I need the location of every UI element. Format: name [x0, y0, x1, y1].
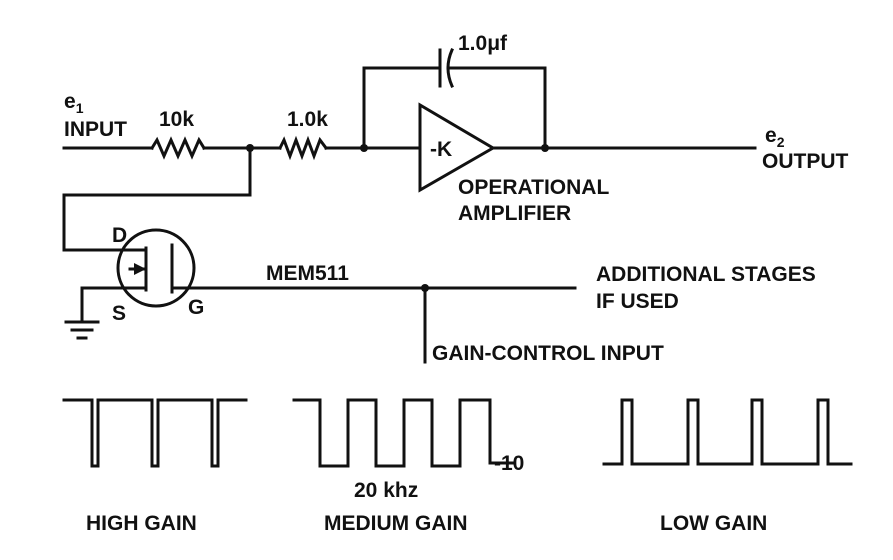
r2-label: 1.0k	[287, 108, 328, 131]
output-symbol: e2	[765, 124, 785, 150]
opamp-label-line2: AMPLIFIER	[458, 202, 571, 225]
feedback-wire-left	[362, 66, 442, 150]
input-label: INPUT	[64, 118, 127, 141]
ground-symbol	[64, 320, 100, 340]
input-symbol: e1	[64, 90, 84, 116]
high-gain-label: HIGH GAIN	[86, 512, 197, 535]
medium-gain-label: MEDIUM GAIN	[324, 512, 468, 535]
mosfet-arrow	[134, 263, 146, 275]
r1-label: 10k	[159, 108, 194, 131]
waveform-level-label: -10	[494, 452, 524, 475]
low-gain-label: LOW GAIN	[660, 512, 767, 535]
drain-label: D	[112, 224, 127, 247]
gain-control-label: GAIN-CONTROL INPUT	[432, 342, 664, 365]
waveform-high-gain	[62, 398, 248, 468]
feedback-wire-right	[446, 66, 547, 150]
waveform-medium-gain	[292, 398, 516, 468]
source-label: S	[112, 302, 126, 325]
additional-stages-line1: ADDITIONAL STAGES	[596, 263, 816, 286]
frequency-label: 20 khz	[354, 479, 418, 502]
mosfet-circle	[116, 228, 196, 308]
output-label: OUTPUT	[762, 150, 849, 173]
waveform-low-gain	[602, 398, 853, 466]
capacitor-label: 1.0μf	[458, 32, 508, 55]
additional-stages-line2: IF USED	[596, 290, 679, 313]
opamp-label-line1: OPERATIONAL	[458, 176, 609, 199]
amp-gain-label: -K	[430, 138, 452, 161]
drain-wire	[62, 146, 252, 252]
gate-label: G	[188, 296, 204, 319]
resistor-1k	[277, 135, 329, 161]
op-amp-symbol	[418, 102, 496, 193]
transistor-label: MEM511	[266, 262, 349, 285]
resistor-10k	[149, 136, 207, 160]
